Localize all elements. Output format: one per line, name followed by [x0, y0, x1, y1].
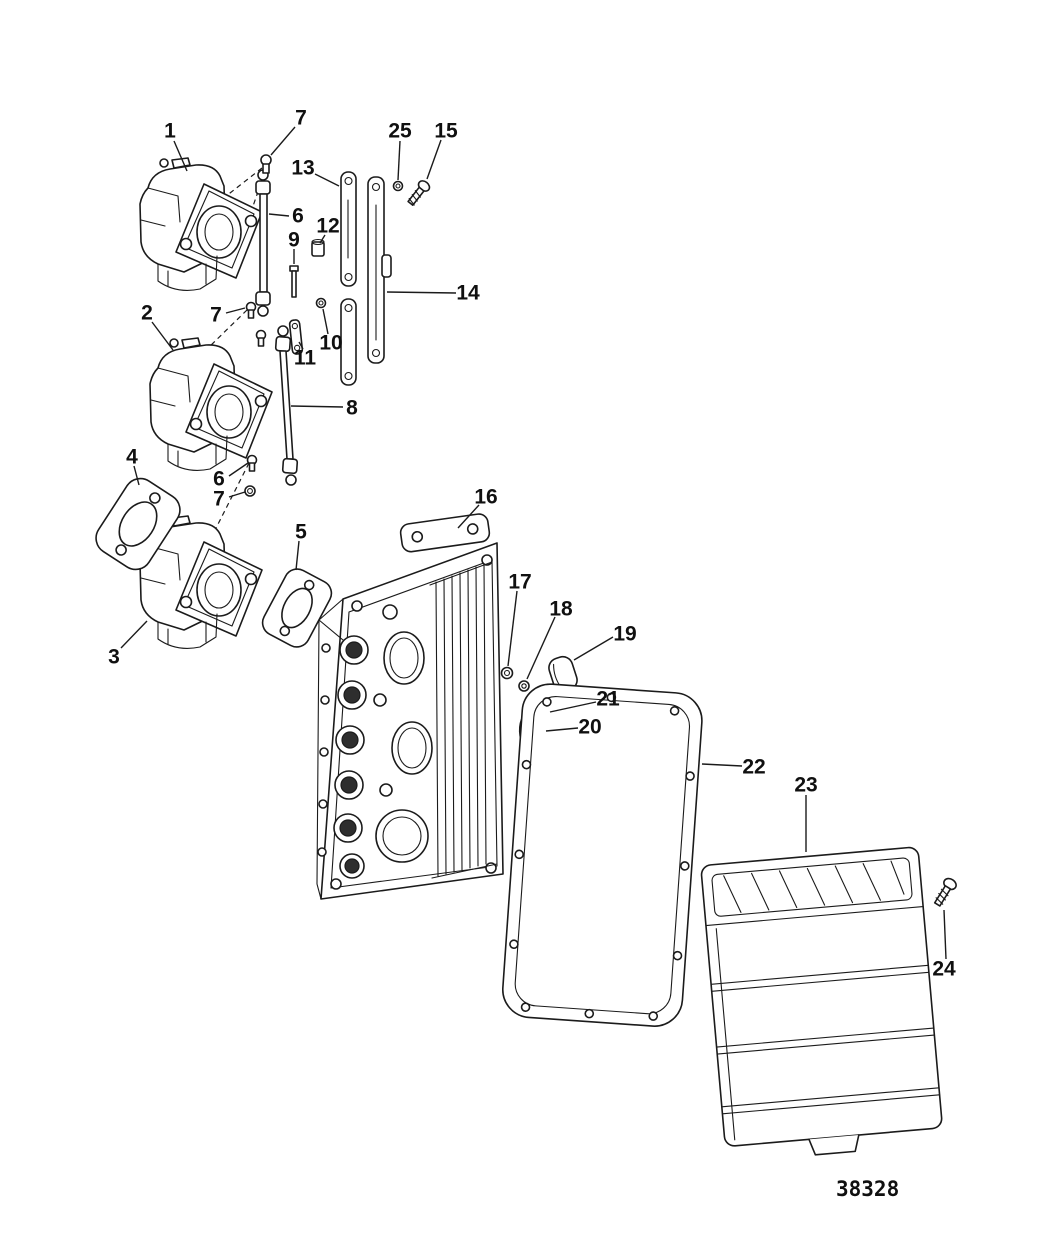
callout-8: 8 [346, 397, 358, 420]
callout-9: 9 [288, 229, 300, 252]
leader-line-7 [225, 307, 246, 314]
leader-line-2 [151, 321, 174, 351]
callout-22: 22 [742, 756, 765, 779]
leader-line-4 [133, 465, 140, 486]
washer-10 [315, 297, 327, 309]
leader-line-18 [526, 616, 556, 680]
callout-24: 24 [932, 958, 956, 981]
carburetor-1 [139, 157, 263, 292]
leader-line-22 [701, 763, 743, 767]
leader-line-17 [507, 590, 518, 667]
leader-line-11 [298, 341, 304, 350]
attenuator-plate-16 [316, 513, 504, 900]
callout-18: 18 [549, 598, 573, 621]
leader-line-15 [426, 139, 442, 180]
callout-23: 23 [794, 774, 817, 797]
ball-stud-7c [255, 329, 267, 347]
pin-9 [289, 265, 299, 298]
leader-line-12 [319, 234, 326, 244]
callout-7: 7 [295, 107, 307, 130]
screw-15 [407, 180, 431, 206]
callout-14: 14 [456, 282, 480, 305]
spacer-12 [311, 238, 325, 257]
ball-stud-6b [246, 454, 258, 472]
callout-6: 6 [213, 468, 225, 491]
callout-12: 12 [316, 215, 339, 238]
carburetor-2 [149, 337, 273, 472]
leader-line-7 [228, 491, 246, 498]
callout-7: 7 [213, 488, 225, 511]
link-11 [288, 319, 304, 355]
callout-16: 16 [474, 486, 497, 509]
gasket-22 [501, 683, 703, 1027]
gasket-4 [95, 477, 181, 571]
washer-17 [500, 666, 514, 680]
callout-4: 4 [126, 446, 138, 469]
drawing-number: 38328 [836, 1177, 899, 1201]
callout-20: 20 [578, 716, 601, 739]
leader-line-8 [290, 405, 344, 408]
leader-line-10 [322, 308, 329, 335]
leader-line-6 [228, 462, 249, 477]
callout-25: 25 [388, 120, 412, 143]
leader-line-24 [943, 909, 947, 960]
ball-stud-7a [260, 154, 272, 174]
leader-line-14 [386, 291, 457, 294]
link-plate-lower [340, 298, 357, 386]
attenuator-cover-23 [700, 846, 943, 1156]
washer-7d [244, 485, 256, 497]
callout-19: 19 [613, 623, 636, 646]
callout-21: 21 [596, 688, 620, 711]
gasket-5 [261, 568, 333, 648]
callout-11: 11 [294, 347, 317, 370]
leader-line-7 [270, 126, 296, 156]
callout-2: 2 [141, 302, 153, 325]
leader-line-20 [545, 727, 579, 732]
leader-line-16 [457, 504, 480, 529]
callout-5: 5 [295, 521, 307, 544]
link-plate-14 [367, 176, 392, 364]
leader-line-6 [268, 213, 290, 217]
callout-13: 13 [291, 157, 314, 180]
screw-24 [933, 877, 957, 907]
callout-1: 1 [164, 120, 176, 143]
leader-line-19 [573, 636, 614, 661]
callout-10: 10 [319, 332, 342, 355]
leader-line-13 [314, 173, 340, 187]
callout-17: 17 [508, 571, 531, 594]
washer-25 [392, 180, 404, 192]
link-plate-13 [340, 171, 357, 287]
ball-stud-7b [245, 301, 257, 319]
leader-line-3 [120, 620, 148, 649]
leader-line-25 [397, 140, 401, 181]
link-rod-8 [274, 325, 299, 486]
callout-3: 3 [108, 646, 120, 669]
callout-6: 6 [292, 205, 304, 228]
callout-7: 7 [210, 304, 222, 327]
leader-line-1 [173, 140, 188, 172]
leader-line-21 [549, 701, 597, 713]
leader-line-5 [295, 540, 300, 571]
link-rod-6 [255, 169, 271, 317]
callout-15: 15 [434, 120, 458, 143]
nut-18 [518, 680, 530, 692]
